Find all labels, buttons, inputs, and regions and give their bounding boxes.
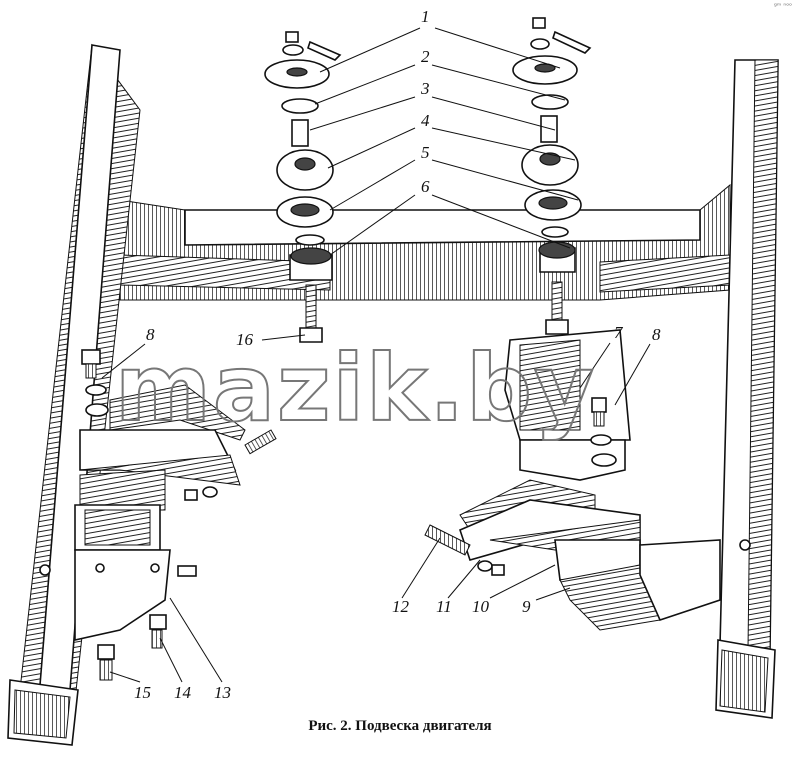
left-bracket-assembly [74, 349, 277, 681]
callout-7: 7 [614, 323, 624, 342]
figure-caption: Рис. 2. Подвеска двигателя [308, 718, 492, 734]
callout-14: 14 [174, 683, 192, 702]
watermark: mazik.by [115, 335, 596, 442]
cross-member [119, 183, 731, 301]
callout-12: 12 [392, 597, 410, 616]
corner-mark: ᵍᵐ ⁿᵒᵒ [773, 2, 792, 10]
leader-lines [101, 27, 651, 683]
callout-11: 11 [436, 597, 452, 616]
callout-10: 10 [472, 597, 490, 616]
callout-13: 13 [214, 683, 231, 702]
callout-3: 3 [420, 79, 430, 98]
right-cushion-stack [512, 17, 592, 335]
callout-15: 15 [134, 683, 151, 702]
left-cushion-stack [264, 31, 342, 343]
callout-4: 4 [421, 111, 430, 130]
callout-6: 6 [421, 177, 430, 196]
callout-8-right: 8 [652, 325, 661, 344]
callout-numbers: 1 2 3 4 5 6 7 8 8 9 10 11 12 13 14 15 16 [134, 7, 661, 702]
right-bracket-assembly [424, 329, 721, 631]
left-frame-rail [7, 43, 141, 746]
callout-2: 2 [421, 47, 430, 66]
callout-16: 16 [236, 330, 254, 349]
callout-9: 9 [522, 597, 531, 616]
callout-8-left: 8 [146, 325, 155, 344]
callout-5: 5 [421, 143, 430, 162]
callout-1: 1 [421, 7, 430, 26]
right-frame-rail [715, 59, 779, 719]
